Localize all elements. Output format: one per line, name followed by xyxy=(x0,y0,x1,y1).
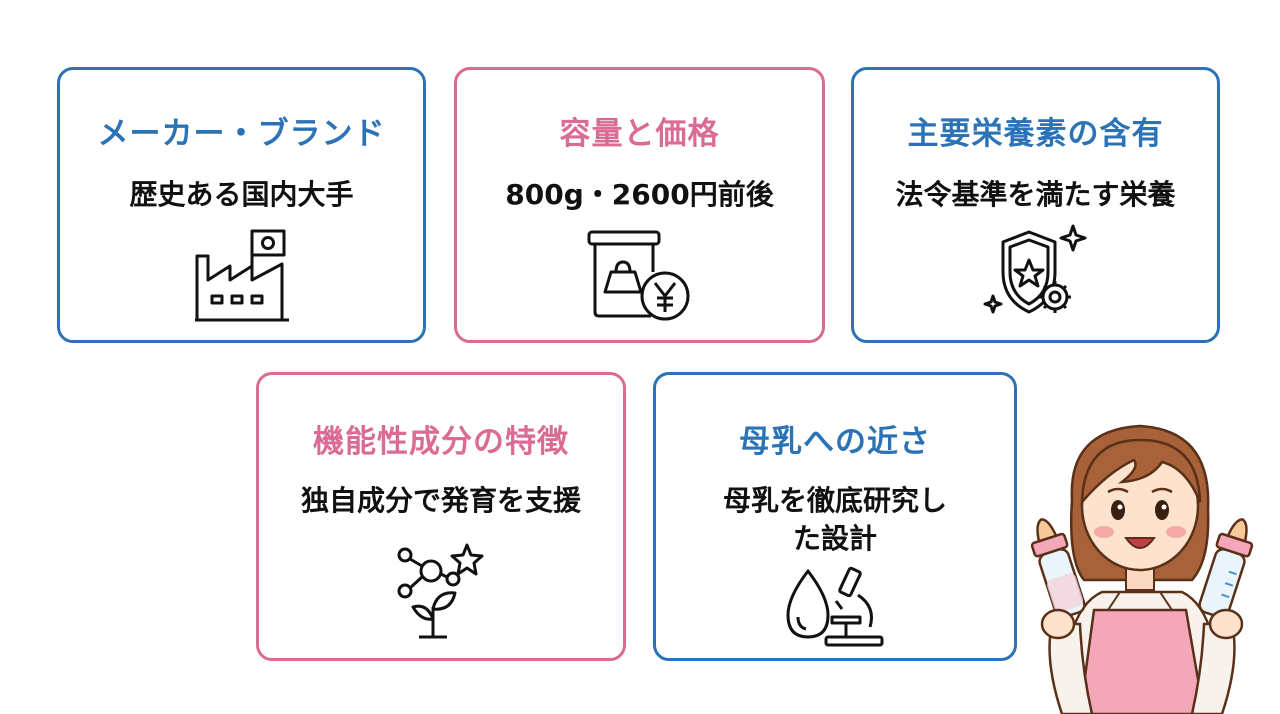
card-description-line-1: 母乳を徹底研究し xyxy=(722,484,947,517)
card-nutrients: 主要栄養素の含有 法令基準を満たす栄養 xyxy=(851,67,1220,343)
card-description: 法令基準を満たす栄養 xyxy=(895,178,1176,211)
card-maker-brand: メーカー・ブランド 歴史ある国内大手 xyxy=(57,67,426,343)
card-functional-ingredients: 機能性成分の特徴 独自成分で発育を支援 xyxy=(256,372,626,661)
card-title: 機能性成分の特徴 xyxy=(313,424,569,460)
drop-microscope-icon xyxy=(786,566,884,647)
card-title: メーカー・ブランド xyxy=(97,116,386,152)
card-title: 主要栄養素の含有 xyxy=(907,116,1164,152)
formula-can-yen-icon xyxy=(587,230,689,321)
mother-with-bottles-illustration xyxy=(1030,424,1254,714)
card-description: 独自成分で発育を支援 xyxy=(300,484,581,517)
card-description: 歴史ある国内大手 xyxy=(129,178,354,211)
card-volume-price: 容量と価格 800g・2600円前後 xyxy=(454,67,825,343)
card-closeness-to-breastmilk: 母乳への近さ 母乳を徹底研究し た設計 xyxy=(653,372,1017,661)
card-title: 母乳への近さ xyxy=(739,424,931,460)
card-description-line-2: た設計 xyxy=(792,522,877,555)
shield-star-gear-icon xyxy=(983,224,1086,314)
card-description: 800g・2600円前後 xyxy=(505,178,774,211)
factory-icon xyxy=(194,229,289,322)
molecule-sprout-star-icon xyxy=(397,543,484,639)
card-title: 容量と価格 xyxy=(559,116,720,152)
